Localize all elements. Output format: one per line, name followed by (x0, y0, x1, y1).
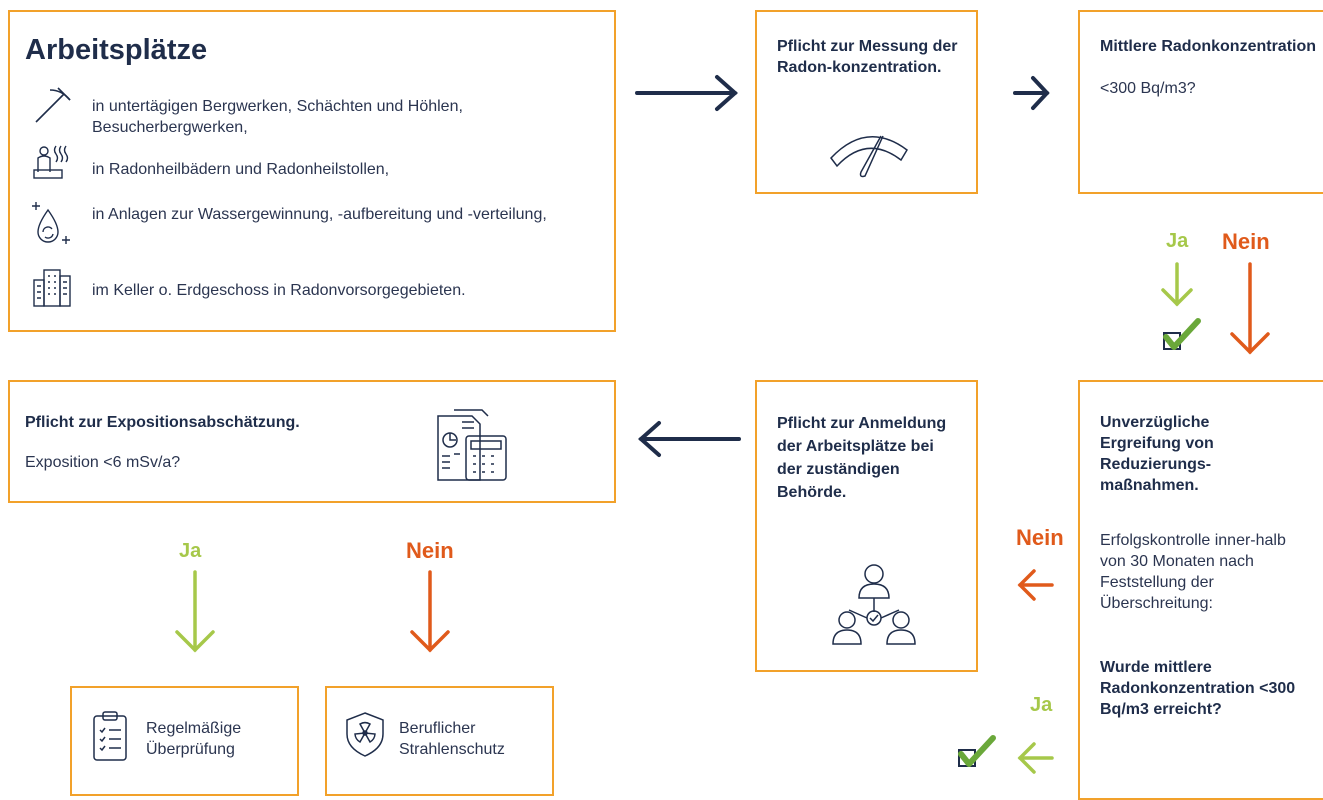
workplaces-title: Arbeitsplätze (25, 34, 208, 66)
workplace-item-3: in Anlagen zur Wassergewinnung, -aufbere… (92, 206, 547, 223)
measurement-title: Pflicht zur Messung der Radon-konzentrat… (777, 38, 958, 76)
decision2-check-icon (955, 732, 997, 774)
calculator-document-icon (432, 406, 510, 484)
reduction-text: Erfolgskontrolle inner-halb von 30 Monat… (1100, 532, 1286, 612)
measurement-box: Pflicht zur Messung der Radon-konzentrat… (755, 10, 978, 194)
decision1-yes-label: Ja (1166, 230, 1189, 252)
concentration-value: <300 Bq/m3? (1100, 80, 1196, 97)
decision2-no-arrow (1017, 569, 1054, 601)
concentration-title: Mittlere Radonkonzentration (1100, 38, 1317, 55)
people-network-icon (829, 560, 919, 646)
decision2-yes-label: Ja (1030, 694, 1053, 716)
spa-person-icon (30, 142, 74, 186)
decision3-yes-arrow (175, 570, 215, 653)
exposure-box: Pflicht zur Expositionsabschätzung. Expo… (8, 380, 616, 503)
decision3-no-label: Nein (406, 538, 454, 563)
clipboard-checklist-icon (90, 710, 130, 762)
arrow-left-1 (637, 421, 741, 457)
decision3-no-arrow (410, 570, 450, 653)
concentration-box: Mittlere Radonkonzentration <300 Bq/m3? (1078, 10, 1323, 194)
exposure-title: Pflicht zur Expositionsabschätzung. (25, 414, 300, 431)
building-icon (30, 266, 74, 310)
workplace-item-4: im Keller o. Erdgeschoss in Radonvorsorg… (92, 282, 466, 299)
review-box: Regelmäßige Überprüfung (70, 686, 299, 796)
decision1-no-label: Nein (1222, 229, 1270, 254)
arrow-right-2 (1013, 76, 1050, 110)
decision1-no-arrow (1230, 262, 1270, 355)
workplaces-box: Arbeitsplätze in untertägigen Bergwerken… (8, 10, 616, 332)
registration-title: Pflicht zur Anmeldung der Arbeitsplätze … (777, 415, 947, 501)
reduction-box: Unverzügliche Ergreifung von Reduzierung… (1078, 380, 1323, 800)
review-text: Regelmäßige Überprüfung (146, 720, 242, 758)
reduction-title: Unverzügliche Ergreifung von Reduzierung… (1100, 414, 1214, 494)
decision2-yes-arrow (1017, 742, 1054, 774)
decision3-yes-label: Ja (179, 540, 202, 562)
pickaxe-icon (30, 84, 74, 128)
reduction-question: Wurde mittlere Radonkonzentration <300 B… (1100, 659, 1296, 718)
protection-box: Beruflicher Strahlenschutz (325, 686, 554, 796)
decision1-yes-arrow (1161, 262, 1193, 307)
protection-text: Beruflicher Strahlenschutz (399, 720, 505, 758)
decision2-no-label: Nein (1016, 525, 1064, 550)
exposure-question: Exposition <6 mSv/a? (25, 454, 181, 471)
workplace-item-2: in Radonheilbädern und Radonheilstollen, (92, 161, 390, 178)
workplace-item-1: in untertägigen Bergwerken, Schächten un… (92, 98, 463, 136)
decision1-check-icon (1160, 315, 1202, 357)
arrow-right-1 (635, 75, 739, 111)
radiation-shield-icon (343, 710, 387, 758)
gauge-icon (827, 122, 913, 182)
water-drop-icon (30, 198, 74, 248)
registration-box: Pflicht zur Anmeldung der Arbeitsplätze … (755, 380, 978, 672)
